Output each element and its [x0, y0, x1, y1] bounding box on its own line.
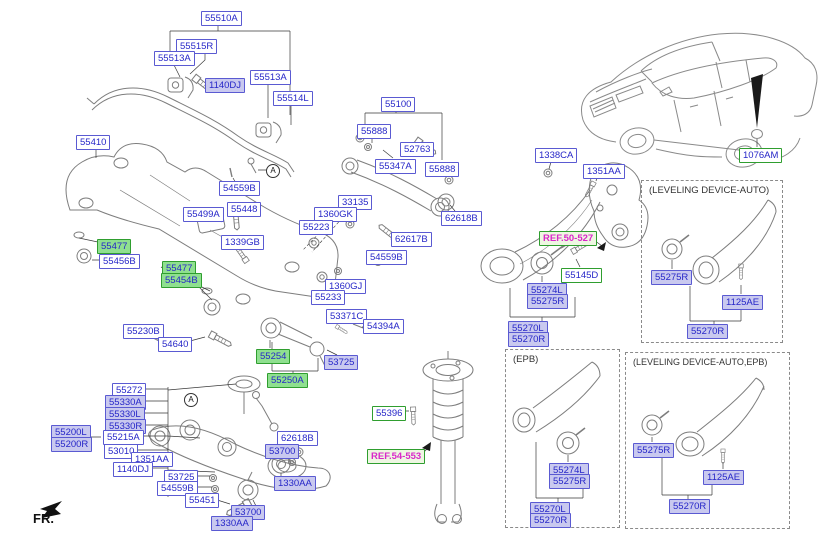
part-label-55270r[interactable]: 55270R: [508, 332, 550, 347]
part-label-55454b[interactable]: 55454B: [161, 273, 202, 288]
part-label-54559b[interactable]: 54559B: [219, 181, 260, 196]
assist-arm-drawing: [308, 133, 455, 335]
part-label-1339gb[interactable]: 1339GB: [221, 235, 264, 250]
part-label-55275r[interactable]: 55275R: [633, 443, 675, 458]
assembly-marker-a: A: [266, 164, 280, 178]
panel-title: (EPB): [513, 354, 539, 365]
part-label-55477[interactable]: 55477: [97, 239, 132, 254]
lower-arm-drawing: [148, 391, 331, 519]
part-label-53371c[interactable]: 53371C: [326, 309, 368, 324]
crossmember-drawing: [65, 143, 339, 349]
part-label-55275r[interactable]: 55275R: [651, 270, 693, 285]
part-label-55515r[interactable]: 55515R: [176, 39, 218, 54]
part-label-1338ca[interactable]: 1338CA: [535, 148, 578, 163]
part-label-55233[interactable]: 55233: [311, 290, 346, 305]
fr-arrow-icon: [40, 501, 62, 518]
part-label-55145d[interactable]: 55145D: [561, 268, 603, 283]
part-label-54394a[interactable]: 54394A: [363, 319, 404, 334]
part-label-54559b[interactable]: 54559B: [366, 250, 407, 265]
part-label-55396[interactable]: 55396: [372, 406, 407, 421]
panel-title: (LEVELING DEVICE-AUTO,EPB): [633, 357, 768, 367]
part-label-54640[interactable]: 54640: [158, 337, 193, 352]
part-label-54559b[interactable]: 54559B: [157, 481, 198, 496]
part-label-55100[interactable]: 55100: [381, 97, 416, 112]
part-label-1076am[interactable]: 1076AM: [739, 148, 783, 163]
part-label-55200r[interactable]: 55200R: [51, 437, 93, 452]
panel-title: (LEVELING DEVICE-AUTO): [649, 185, 770, 196]
part-label-55275r[interactable]: 55275R: [527, 294, 569, 309]
part-label-1125ae[interactable]: 1125AE: [703, 470, 745, 485]
part-label-55270r[interactable]: 55270R: [669, 499, 711, 514]
part-label-55270r[interactable]: 55270R: [687, 324, 729, 339]
part-label-52763[interactable]: 52763: [400, 142, 435, 157]
upper-arm-drawing: [227, 317, 326, 414]
part-label-55451[interactable]: 55451: [185, 493, 220, 508]
part-label-55410[interactable]: 55410: [76, 135, 111, 150]
part-label-53010[interactable]: 53010: [104, 444, 139, 459]
part-label-55270r[interactable]: 55270R: [530, 513, 572, 528]
part-label-55513a[interactable]: 55513A: [250, 70, 291, 85]
part-label-55275r[interactable]: 55275R: [549, 474, 591, 489]
part-label-53725[interactable]: 53725: [324, 355, 359, 370]
part-label-55514l[interactable]: 55514L: [273, 91, 313, 106]
part-label-1360gk[interactable]: 1360GK: [314, 207, 357, 222]
part-label-55215a[interactable]: 55215A: [103, 430, 144, 445]
part-label-55230b[interactable]: 55230B: [123, 324, 164, 339]
part-label-1125ae[interactable]: 1125AE: [722, 295, 764, 310]
part-label-55499a[interactable]: 55499A: [183, 207, 224, 222]
fr-direction-indicator: FR.: [33, 511, 54, 526]
part-label-ref-50-527[interactable]: REF.50-527: [539, 231, 598, 246]
part-label-1330aa[interactable]: 1330AA: [211, 516, 253, 531]
part-label-62617b[interactable]: 62617B: [391, 232, 432, 247]
part-label-ref-54-553[interactable]: REF.54-553: [367, 449, 426, 464]
part-label-55888[interactable]: 55888: [357, 124, 392, 139]
part-label-55347a[interactable]: 55347A: [375, 159, 416, 174]
panel-leveling-device-auto-epb: (LEVELING DEVICE-AUTO,EPB): [625, 352, 790, 529]
part-label-55250a[interactable]: 55250A: [267, 373, 308, 388]
part-label-55510a[interactable]: 55510A: [201, 11, 242, 26]
part-label-55888[interactable]: 55888: [425, 162, 460, 177]
panel-leveling-device-auto: (LEVELING DEVICE-AUTO): [641, 180, 783, 343]
assembly-marker-a: A: [184, 393, 198, 407]
stabilizer-bar-drawing: [86, 73, 295, 178]
part-label-53700[interactable]: 53700: [265, 444, 300, 459]
part-label-1140dj[interactable]: 1140DJ: [205, 78, 246, 93]
part-label-55513a[interactable]: 55513A: [154, 51, 195, 66]
part-label-1330aa[interactable]: 1330AA: [274, 476, 316, 491]
part-label-1140dj[interactable]: 1140DJ: [113, 462, 154, 477]
shock-absorber-drawing: [410, 351, 474, 524]
part-label-55448[interactable]: 55448: [227, 202, 262, 217]
panel-arm-drawings: [512, 199, 777, 464]
part-label-1351aa[interactable]: 1351AA: [583, 164, 625, 179]
part-label-55254[interactable]: 55254: [256, 349, 291, 364]
part-label-55223[interactable]: 55223: [299, 220, 334, 235]
part-label-55456b[interactable]: 55456B: [99, 254, 140, 269]
part-label-62618b[interactable]: 62618B: [441, 211, 482, 226]
trailing-arm-drawing: [480, 162, 649, 284]
